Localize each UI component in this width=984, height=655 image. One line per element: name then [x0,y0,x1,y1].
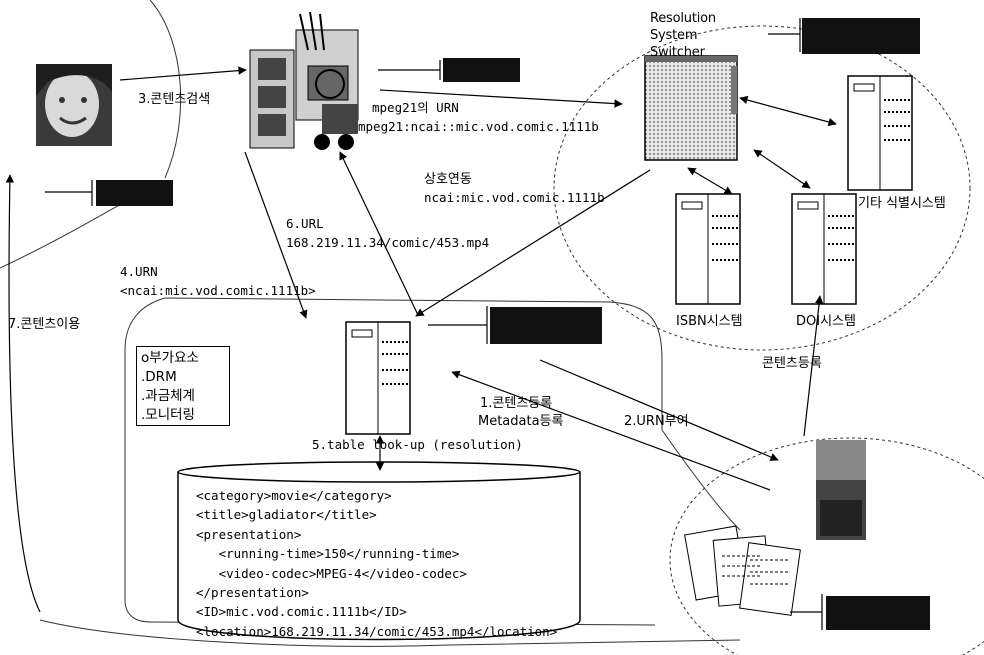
metadata-listing: <category>movie</category> <title>gladia… [196,486,557,641]
black-badge-bottomright [826,596,930,630]
server-tower-right [848,76,912,190]
resolution-switcher-line-2: System [650,27,716,44]
content-register-top-label: 콘텐츠등록 [762,356,822,372]
content-register-step-label: 1.콘텐츠등록 [480,396,552,412]
metadata-line: <title>gladiator</title> [196,505,557,524]
metadata-line: <video-codec>MPEG-4</video-codec> [196,564,557,583]
metadata-register-label: Metadata등록 [478,414,563,430]
addon-line-1: o부가요소 [141,349,229,368]
content-poster-image [816,440,866,540]
url-title-label: 6.URL [286,216,324,232]
addon-line-4: .모니터링 [141,406,229,425]
urn-step-value-label: <ncai:mic.vod.comic.1111b> [120,283,316,299]
search-label: 3.콘텐츠검색 [138,92,210,108]
doi-label: DOI시스템 [796,314,856,330]
server-tower-resolver [346,322,410,434]
metadata-line: <presentation> [196,525,557,544]
resolution-switcher-line-3: Switcher [650,44,716,61]
urn-title-label: mpeg21의 URN [372,100,459,116]
other-id-system-label: 기타 식별시스템 [858,196,946,212]
black-badge-center [490,307,602,344]
metadata-line: </presentation> [196,583,557,602]
divider-curve-left [150,0,181,178]
resolution-switcher-label: Resolution System Switcher [650,10,716,61]
metadata-line: <category>movie</category> [196,486,557,505]
addon-elements-box: o부가요소 .DRM .과금체계 .모니터링 [136,346,230,426]
metadata-line: <ID>mic.vod.comic.1111b</ID> [196,602,557,621]
black-badge-topright [802,18,920,54]
url-value-label: 168.219.11.34/comic/453.mp4 [286,235,489,251]
urn-step-label: 4.URN [120,264,158,280]
black-badge-left [96,180,173,206]
addon-line-3: .과금체계 [141,387,229,406]
interop-value-label: ncai:mic.vod.comic.1111b [424,190,605,206]
server-tower-doi [792,194,856,304]
content-use-label: 7.콘텐츠이용 [8,317,80,333]
metadata-line: <location>168.219.11.34/comic/453.mp4</l… [196,622,557,641]
urn-value-label: mpeg21:ncai::mic.vod.comic.1111b [358,119,599,135]
user-face-image [36,64,112,146]
isbn-label: ISBN시스템 [676,314,743,330]
urn-assign-label: 2.URN부여 [624,414,689,430]
resolution-switcher-icon [645,56,737,160]
sheet-music-icon [685,526,801,615]
black-badge-top [443,58,520,82]
addon-line-2: .DRM [141,368,229,387]
region-top-curve [125,298,165,350]
metadata-line: <running-time>150</running-time> [196,544,557,563]
server-tower-isbn [676,194,740,304]
media-terminal-icon [250,12,358,150]
table-lookup-label: 5.table look-up (resolution) [312,437,523,453]
interop-label: 상호연동 [424,172,472,188]
resolution-switcher-line-1: Resolution [650,10,716,27]
